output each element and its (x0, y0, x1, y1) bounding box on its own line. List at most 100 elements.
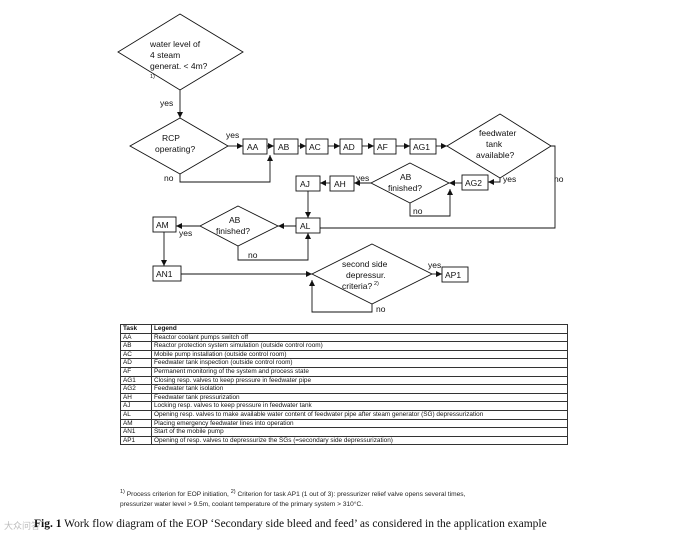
task-ab-label: AB (278, 142, 290, 152)
water-level-line-3: generat. < 4m? (150, 61, 208, 71)
task-ad-label: AD (343, 142, 355, 152)
task-ap1 (441, 266, 469, 283)
connector-fwt-no-to-al (312, 145, 556, 231)
no-label-ab2: no (248, 250, 258, 260)
yes-label-water: yes (160, 98, 173, 108)
legend-task-code: AM (120, 418, 152, 429)
no-label-ab1: no (413, 206, 423, 216)
caption-text: Work flow diagram of the EOP ‘Secondary … (64, 518, 547, 530)
task-aj-label: AJ (300, 179, 310, 189)
rcp-line-1: RCP (162, 133, 180, 143)
legend-task-text: Feedwater tank isolation (151, 384, 568, 394)
legend-task-code: AB (120, 341, 152, 351)
footnote-ref-1: 1) (120, 489, 125, 495)
footnote-line-2: pressurizer water level > 9.5m, coolant … (120, 501, 364, 509)
legend-task-code: AA (120, 332, 152, 343)
ssd-line-3: criteria? (342, 281, 373, 291)
task-ah (329, 175, 355, 192)
connector-fwt-yes-to-ag2 (488, 178, 501, 185)
fwt-line-3: available? (476, 150, 515, 160)
task-af-label: AF (377, 142, 388, 152)
task-af (373, 138, 397, 155)
task-ab (273, 138, 299, 155)
task-ag2-label: AG2 (465, 178, 482, 188)
decision-ab-finished-lower: AB finished? (199, 205, 280, 247)
task-ad (339, 138, 363, 155)
legend-task-text: Reactor coolant pumps switch off (151, 332, 568, 343)
footnote: 1) Process criterion for EOP initiation,… (120, 487, 590, 510)
no-label-fwt: no (554, 174, 564, 184)
no-label-rcp: no (164, 173, 174, 183)
task-ag1-label: AG1 (413, 142, 430, 152)
task-am-label: AM (156, 220, 169, 230)
legend-task-text: Closing resp. valves to keep pressure in… (151, 375, 568, 386)
yes-label-ab2: yes (179, 228, 192, 238)
legend-task-code: AG1 (120, 375, 152, 386)
caption-label: Fig. 1 (34, 518, 62, 530)
legend-task-code: AH (120, 392, 152, 403)
decision-second-side-depressurization: second side depressur. criteria? 2) (310, 243, 434, 305)
footnote-ref-2: 2) (230, 489, 236, 495)
figure-caption: Fig. 1 Work flow diagram of the EOP ‘Sec… (34, 518, 684, 530)
yes-label-ab1: yes (356, 173, 369, 183)
workflow-diagram: water level of 4 steam generat. < 4m? 1)… (117, 13, 564, 314)
legend-header-row: Task Legend (120, 324, 568, 334)
task-ac-label: AC (309, 142, 321, 152)
ab1-line-2: finished? (388, 183, 422, 193)
decision-ab-finished-upper: AB finished? (370, 162, 450, 204)
legend-task-code: AF (120, 366, 152, 377)
legend-task-code: AD (120, 358, 152, 368)
connector-ab1-no-loop (409, 189, 453, 217)
water-level-footnote-ref: 1) (150, 74, 155, 80)
task-ag2 (461, 174, 489, 191)
ab1-line-1: AB (400, 172, 412, 182)
fwt-line-2: tank (486, 139, 503, 149)
task-aa (242, 138, 268, 155)
legend-task-text: Feedwater tank pressurization (151, 392, 568, 403)
task-an1 (152, 265, 182, 282)
footnote-line-1: 1) Process criterion for EOP initiation,… (120, 487, 590, 500)
legend-task-text: Start of the mobile pump (151, 427, 568, 437)
legend-task-text: Opening resp. valves to make available w… (151, 409, 568, 420)
legend-task-text: Opening of resp. valves to depressurize … (151, 435, 568, 446)
task-aa-label: AA (247, 142, 259, 152)
ab2-line-1: AB (229, 215, 241, 225)
task-am (152, 216, 177, 233)
legend-task-text: Permanent monitoring of the system and p… (151, 366, 568, 377)
footnote-text-1: Process criterion for EOP initiation, (126, 491, 229, 499)
task-an1-label: AN1 (156, 269, 173, 279)
task-ac (305, 138, 329, 155)
decision-water-level: water level of 4 steam generat. < 4m? 1) (117, 13, 244, 91)
no-label-ssd: no (376, 304, 386, 314)
legend-task-code: AJ (120, 401, 152, 411)
task-ah-label: AH (334, 179, 346, 189)
ssd-line-1: second side (342, 259, 388, 269)
legend-header-legend: Legend (151, 324, 568, 334)
yes-label-rcp: yes (226, 130, 239, 140)
yes-label-ssd: yes (428, 260, 441, 270)
rcp-line-2: operating? (155, 144, 195, 154)
watermark: 大众问答 (4, 521, 41, 531)
decision-feedwater-tank: feedwater tank available? (446, 113, 552, 179)
ssd-line-2: depressur. (346, 270, 386, 280)
legend-task-text: Reactor protection system simulation (ou… (151, 341, 568, 351)
connector-ab2-no-loop (237, 233, 311, 261)
connector-rcp-no-to-ab (179, 155, 273, 183)
legend-task-code: AP1 (120, 435, 152, 446)
connector-ssd-no-loop (309, 280, 373, 313)
fwt-line-1: feedwater (479, 128, 516, 138)
